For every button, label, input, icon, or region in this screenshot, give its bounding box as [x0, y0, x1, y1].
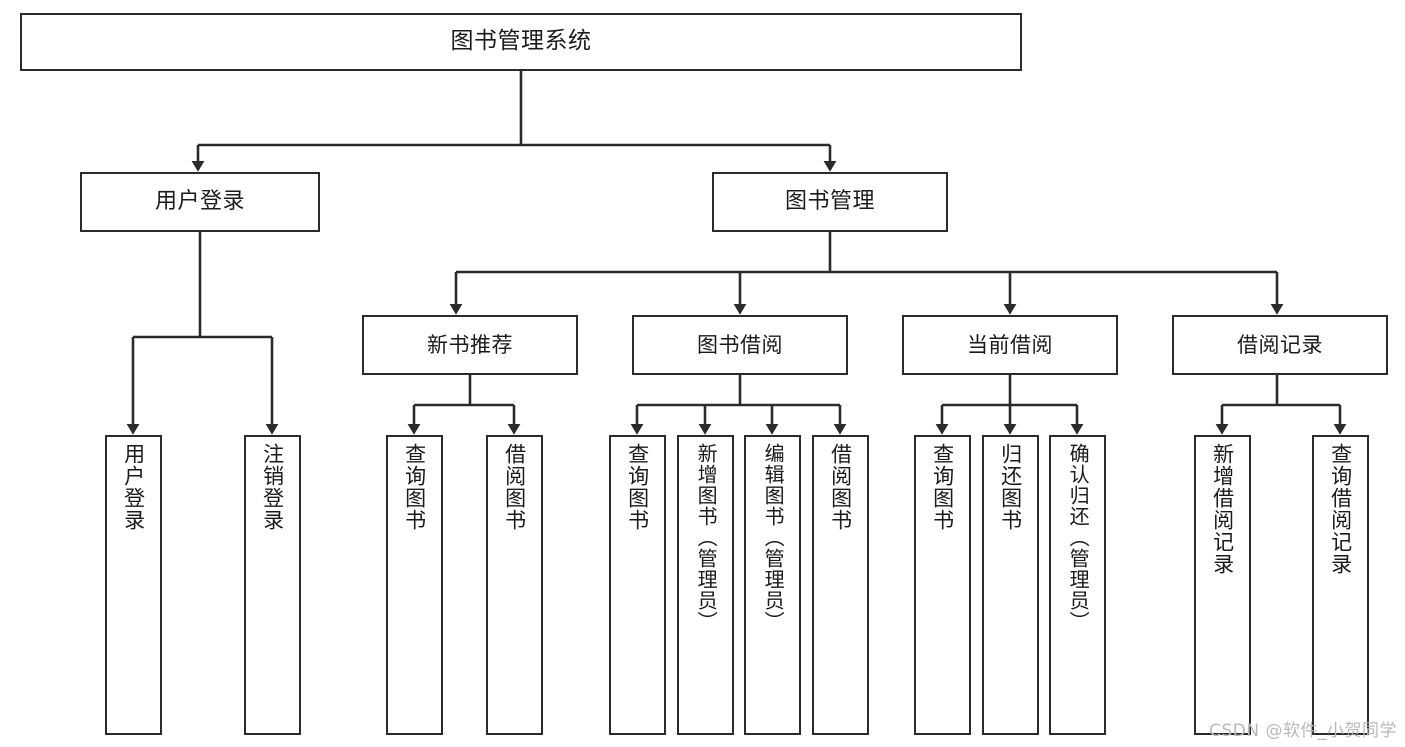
node-current-borrow[interactable]: 当前借阅	[902, 315, 1118, 375]
leaf-user-logout-label: 注销登录	[260, 443, 285, 531]
node-borrow-record-label: 借阅记录	[1237, 332, 1323, 357]
node-new-book-rec-label: 新书推荐	[427, 332, 513, 357]
leaf-borrow-book-1[interactable]: 借阅图书	[486, 435, 543, 735]
leaf-borrow-book-1-label: 借阅图书	[502, 443, 527, 531]
node-book-manage-label: 图书管理	[784, 189, 875, 215]
leaf-query-record-label: 查询借阅记录	[1328, 443, 1353, 575]
node-root-label: 图书管理系统	[450, 28, 592, 55]
leaf-query-record[interactable]: 查询借阅记录	[1312, 435, 1369, 735]
leaf-user-login-label: 用户登录	[121, 443, 146, 531]
watermark-text: CSDN @软件_小贺同学	[1209, 721, 1397, 741]
leaf-return-book[interactable]: 归还图书	[982, 435, 1039, 735]
node-user-login-label: 用户登录	[154, 189, 245, 215]
leaf-query-book-1[interactable]: 查询图书	[386, 435, 443, 735]
leaf-query-book-2-label: 查询图书	[625, 443, 650, 531]
leaf-add-record-label: 新增借阅记录	[1210, 443, 1235, 575]
leaf-borrow-book-2[interactable]: 借阅图书	[812, 435, 869, 735]
leaf-add-record[interactable]: 新增借阅记录	[1194, 435, 1251, 735]
node-book-borrow-label: 图书借阅	[697, 332, 783, 357]
leaf-user-login[interactable]: 用户登录	[105, 435, 162, 735]
leaf-confirm-return[interactable]: 确认归还（管理员）	[1049, 435, 1106, 735]
node-user-login[interactable]: 用户登录	[80, 172, 320, 232]
leaf-borrow-book-2-label: 借阅图书	[828, 443, 853, 531]
node-book-manage[interactable]: 图书管理	[712, 172, 948, 232]
leaf-query-book-3-label: 查询图书	[930, 443, 955, 531]
leaf-confirm-return-label: 确认归还（管理员）	[1066, 443, 1091, 632]
node-root[interactable]: 图书管理系统	[20, 13, 1022, 71]
node-new-book-rec[interactable]: 新书推荐	[362, 315, 578, 375]
leaf-edit-book[interactable]: 编辑图书（管理员）	[744, 435, 801, 735]
leaf-query-book-1-label: 查询图书	[402, 443, 427, 531]
node-current-borrow-label: 当前借阅	[967, 332, 1053, 357]
leaf-query-book-3[interactable]: 查询图书	[914, 435, 971, 735]
leaf-add-book[interactable]: 新增图书（管理员）	[677, 435, 734, 735]
leaf-query-book-2[interactable]: 查询图书	[609, 435, 666, 735]
node-book-borrow[interactable]: 图书借阅	[632, 315, 848, 375]
leaf-user-logout[interactable]: 注销登录	[244, 435, 301, 735]
leaf-add-book-label: 新增图书（管理员）	[694, 443, 719, 632]
leaf-return-book-label: 归还图书	[998, 443, 1023, 531]
node-borrow-record[interactable]: 借阅记录	[1172, 315, 1388, 375]
leaf-edit-book-label: 编辑图书（管理员）	[761, 443, 786, 632]
